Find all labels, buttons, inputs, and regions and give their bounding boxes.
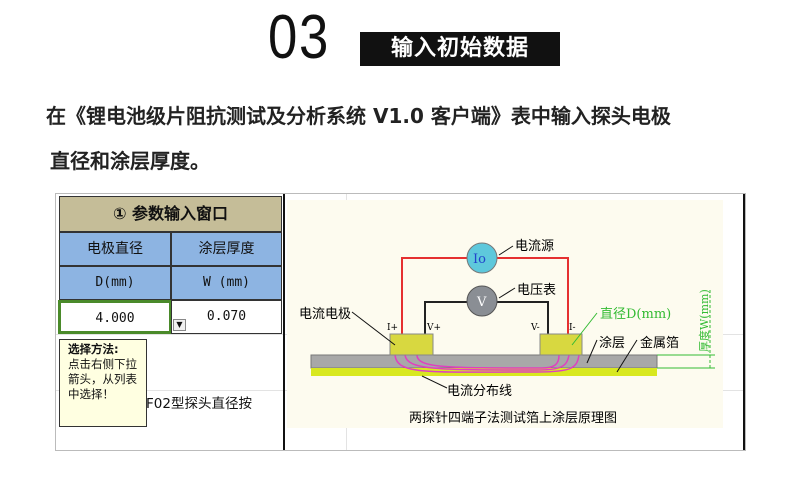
- diagram-caption: 两探针四端子法测试箔上涂层原理图: [409, 410, 617, 426]
- label-coating: 涂层: [599, 335, 625, 351]
- diagram-frame: [283, 194, 745, 450]
- source-symbol: Io: [473, 252, 486, 267]
- thickness-input[interactable]: 0.070: [171, 300, 282, 334]
- note-title: 选择方法:: [68, 342, 119, 356]
- spreadsheet: ① 参数输入窗口 电极直径 涂层厚度 D(mm) W (mm) 4.000 0.…: [55, 193, 746, 451]
- instruction-text: 在《锂电池级片阻抗测试及分析系统 V1.0 客户端》表中输入探头电极 直径和涂层…: [46, 94, 786, 184]
- label-foil: 金属箔: [640, 335, 679, 351]
- current-source-icon: [466, 242, 498, 274]
- label-i-plus: I+: [387, 323, 398, 333]
- note-body: 点击右侧下拉箭头，从列表中选择！: [68, 357, 137, 401]
- diameter-input[interactable]: 4.000: [58, 300, 172, 334]
- dropdown-arrow-button[interactable]: ▼: [173, 319, 186, 331]
- label-diameter: 直径D(mm): [600, 307, 671, 322]
- comment-note: 选择方法: 点击右侧下拉箭头，从列表中选择！: [59, 339, 147, 427]
- label-current-lines: 电流分布线: [447, 384, 512, 399]
- label-voltmeter: 电压表: [517, 283, 556, 298]
- instruction-line-1: 在《锂电池级片阻抗测试及分析系统 V1.0 客户端》表中输入探头电极: [46, 104, 671, 128]
- coating-layer: [310, 354, 658, 369]
- label-electrode: 电流电极: [299, 307, 351, 322]
- voltmeter-symbol: V: [476, 295, 487, 310]
- col-header-diameter: 电极直径: [59, 232, 171, 266]
- label-current-source: 电流源: [515, 239, 554, 254]
- panel-title: ① 参数输入窗口: [59, 196, 282, 232]
- principle-diagram: Io V 电流源 电压表 电流电极 I+ V+ V- I- 直径D(: [287, 200, 723, 428]
- instruction-line-2: 直径和涂层厚度。: [50, 149, 210, 173]
- voltmeter-icon: [466, 285, 498, 317]
- unit-thickness: W (mm): [171, 266, 282, 300]
- label-v-plus: V+: [426, 323, 441, 333]
- section-number: 03: [268, 3, 331, 72]
- label-i-minus: I-: [569, 323, 576, 333]
- label-v-minus: V-: [530, 323, 540, 333]
- current-distribution-lines: [394, 354, 580, 373]
- unit-diameter: D(mm): [59, 266, 171, 300]
- col-header-thickness: 涂层厚度: [171, 232, 282, 266]
- section-title: 输入初始数据: [360, 32, 560, 66]
- label-thickness: 厚度W(mm): [697, 289, 711, 352]
- left-electrode: [389, 333, 434, 356]
- cell-text: F02型探头直径按: [146, 396, 252, 412]
- right-electrode: [539, 333, 583, 356]
